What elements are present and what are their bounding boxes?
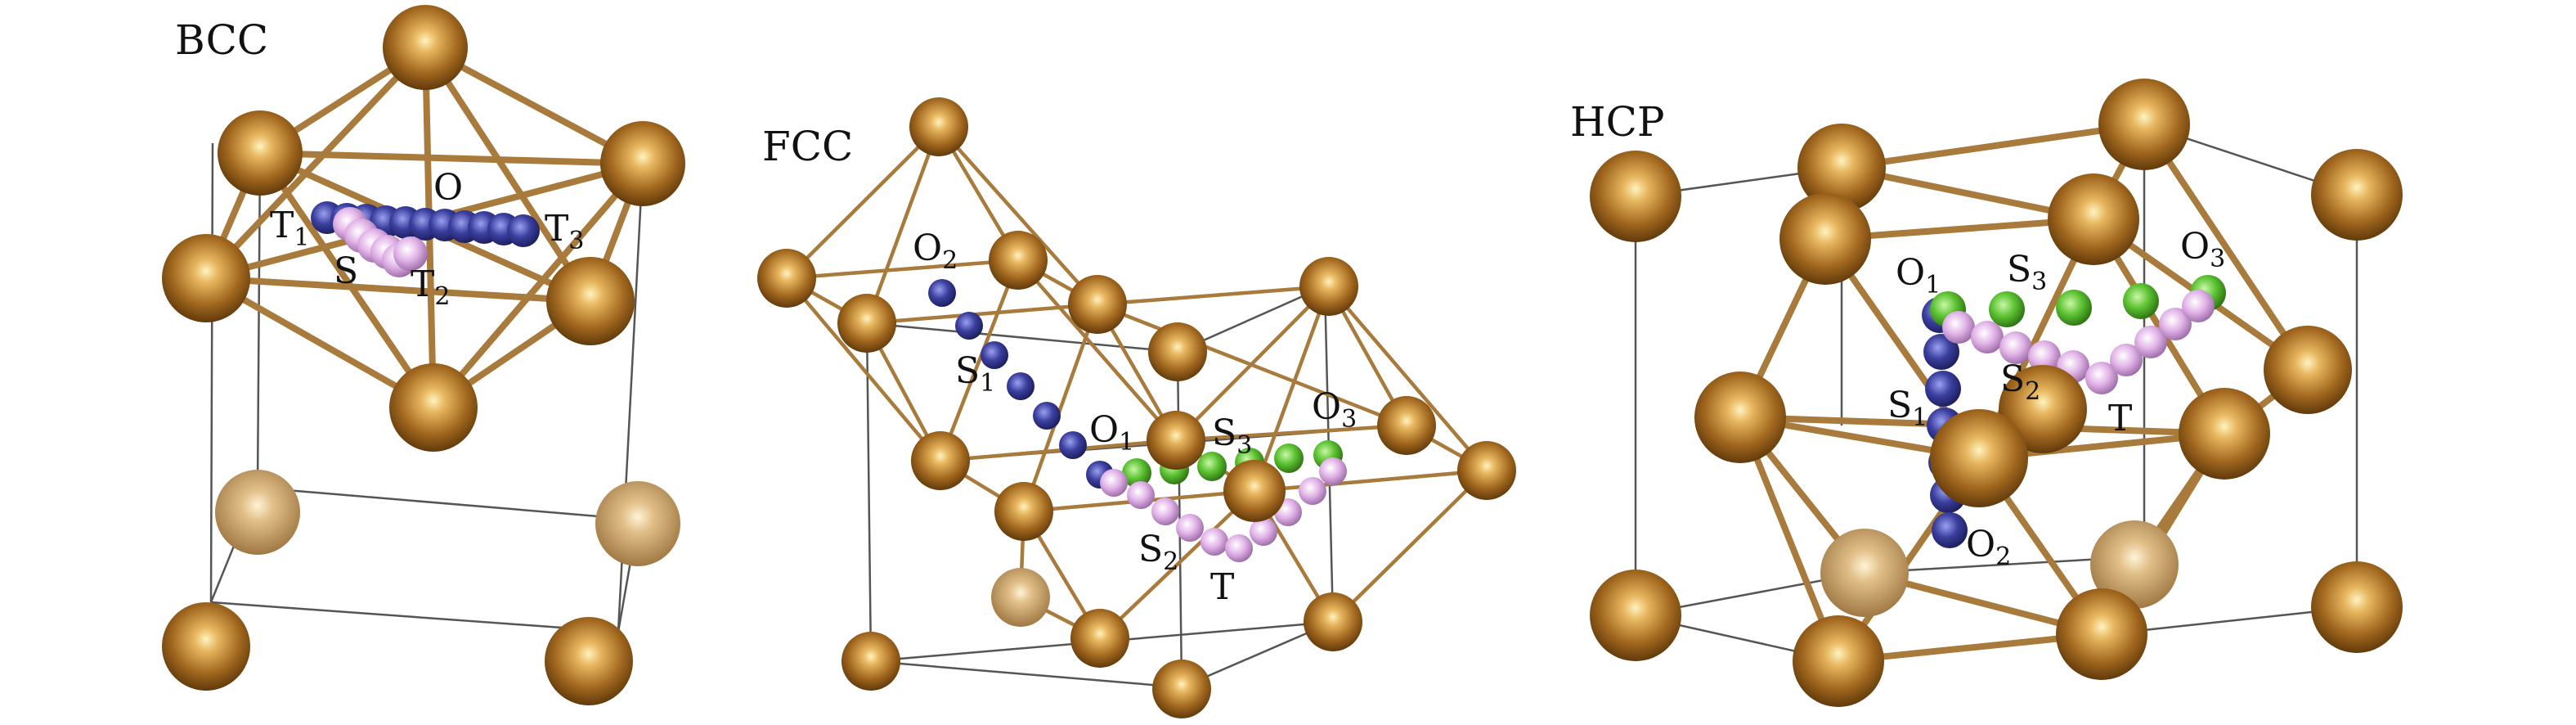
hcp-panel-title: HCP [1570, 98, 1665, 146]
hcp-site-labels: O1 S3 O3 S2 S1 T O2 [1887, 226, 2225, 571]
fcc-path-tetrahedral [1100, 457, 1347, 562]
fcc-path-octahedral [928, 279, 1114, 489]
fcc-label-t: T [1210, 566, 1234, 608]
bcc-label-t2: T2 [411, 263, 450, 311]
fcc-label-o3: O3 [1312, 386, 1357, 434]
bcc-panel-title: BCC [175, 16, 268, 64]
hcp-panel: HCP [1570, 79, 2403, 707]
hcp-atoms [1590, 79, 2403, 707]
fcc-atoms [757, 97, 1516, 718]
hcp-path-tetrahedral [1942, 290, 2215, 394]
hcp-label-s2: S2 [2000, 358, 2040, 406]
hcp-label-o1: O1 [1896, 252, 1941, 299]
bcc-label-t1: T1 [270, 205, 309, 252]
fcc-site-labels: O2 S1 O1 S3 O3 S2 T [913, 227, 1357, 608]
hcp-label-s3: S3 [2007, 249, 2047, 296]
bcc-site-labels: O T1 T3 S T2 [270, 167, 584, 311]
hcp-label-o3: O3 [2180, 226, 2225, 273]
bcc-label-s: S [334, 250, 358, 292]
bcc-path-tetrahedral [333, 207, 428, 277]
fcc-label-s3: S3 [1212, 412, 1252, 460]
bcc-label-t3: T3 [545, 208, 584, 255]
fcc-panel-title: FCC [762, 123, 853, 170]
hcp-label-t: T [2108, 398, 2132, 439]
bcc-panel: BCC [162, 5, 685, 705]
fcc-bonds [784, 124, 1489, 641]
fcc-label-s1: S1 [955, 350, 995, 398]
bcc-label-o: O [433, 167, 463, 209]
fcc-panel: FCC [757, 97, 1516, 718]
hcp-label-s1: S1 [1887, 385, 1928, 432]
fcc-label-o1: O1 [1089, 409, 1134, 457]
bcc-atoms [162, 5, 685, 705]
fcc-label-s2: S2 [1138, 529, 1178, 576]
hcp-label-o2: O2 [1966, 524, 2011, 571]
fcc-label-o2: O2 [913, 227, 958, 275]
